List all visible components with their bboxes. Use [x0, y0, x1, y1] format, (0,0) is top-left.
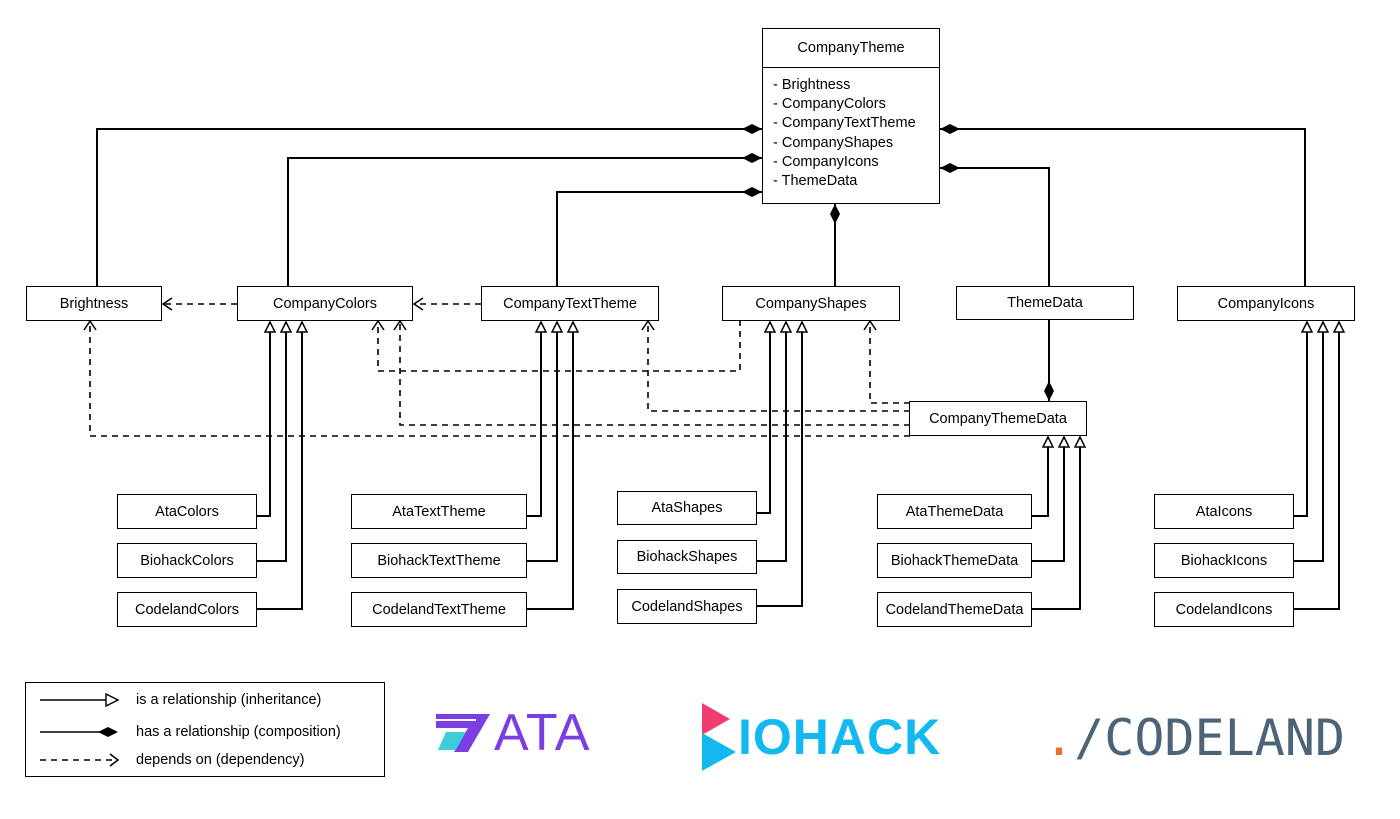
class-biohack-theme-data: BiohackThemeData — [877, 543, 1032, 578]
class-ata-theme-data: AtaThemeData — [877, 494, 1032, 529]
composition-icons — [940, 124, 1306, 286]
legend-label: is a relationship (inheritance) — [136, 692, 322, 708]
logo-codeland: . /CODELAND — [1044, 708, 1345, 768]
legend-composition: has a relationship (composition) — [26, 722, 341, 742]
ata-logo-text: ATA — [494, 704, 591, 762]
class-codeland-text-theme: CodelandTextTheme — [351, 592, 527, 627]
class-codeland-shapes: CodelandShapes — [617, 589, 757, 624]
dependency-line-icon — [40, 753, 120, 767]
class-biohack-icons: BiohackIcons — [1154, 543, 1294, 578]
composition-brightness — [96, 124, 762, 286]
class-theme-data: ThemeData — [956, 286, 1134, 320]
inherit-codelandtexttheme — [527, 322, 573, 610]
class-company-text-theme: CompanyTextTheme — [481, 286, 659, 321]
inherit-biohackshapes — [757, 322, 786, 562]
dep-shapes-colors — [371, 319, 741, 372]
inherit-biohackthemedata — [1032, 437, 1064, 562]
legend-label: has a relationship (composition) — [136, 724, 341, 740]
codeland-logo-text: /CODELAND — [1074, 709, 1346, 767]
biohack-logo-text: IOHACK — [738, 709, 942, 765]
class-company-colors: CompanyColors — [237, 286, 413, 321]
inherit-biohackicons — [1294, 322, 1323, 562]
inherit-codelandicons — [1294, 322, 1339, 610]
class-brightness: Brightness — [26, 286, 162, 321]
class-codeland-icons: CodelandIcons — [1154, 592, 1294, 627]
inheritance-line-icon — [40, 692, 120, 708]
inherit-ataicons — [1294, 322, 1307, 517]
attribute: CompanyTextTheme — [773, 114, 939, 133]
inherit-codelandthemedata — [1032, 437, 1080, 610]
logo-ata: ATA — [432, 700, 590, 766]
class-attributes: Brightness CompanyColors CompanyTextThem… — [763, 68, 939, 191]
attribute: Brightness — [773, 76, 939, 95]
class-company-shapes: CompanyShapes — [722, 286, 900, 321]
class-company-theme-data: CompanyThemeData — [909, 401, 1087, 436]
composition-texttheme — [556, 187, 762, 286]
class-biohack-text-theme: BiohackTextTheme — [351, 543, 527, 578]
codeland-logo-dot: . — [1044, 709, 1075, 767]
class-biohack-colors: BiohackColors — [117, 543, 257, 578]
legend-dependency: depends on (dependency) — [26, 750, 305, 770]
dep-ctd-shapes — [863, 319, 910, 404]
attribute: ThemeData — [773, 172, 939, 191]
composition-colors — [287, 153, 762, 286]
legend-inheritance: is a relationship (inheritance) — [26, 690, 321, 710]
class-company-theme: CompanyTheme Brightness CompanyColors Co… — [762, 28, 940, 204]
composition-themedata — [940, 163, 1050, 286]
inherit-codelandcolors — [257, 322, 302, 610]
legend: is a relationship (inheritance) has a re… — [25, 682, 385, 777]
biohack-mark-icon — [702, 703, 736, 771]
class-biohack-shapes: BiohackShapes — [617, 540, 757, 574]
class-ata-colors: AtaColors — [117, 494, 257, 529]
inherit-codelandshapes — [757, 322, 802, 607]
ata-mark-icon — [434, 714, 490, 752]
inherit-atashapes — [757, 322, 770, 514]
composition-line-icon — [40, 727, 118, 737]
inherit-atacolors — [257, 322, 270, 517]
dep-ctd-brightness — [83, 319, 910, 437]
attribute: CompanyColors — [773, 95, 939, 114]
inherit-biohackcolors — [257, 322, 286, 562]
class-codeland-theme-data: CodelandThemeData — [877, 592, 1032, 627]
class-ata-text-theme: AtaTextTheme — [351, 494, 527, 529]
class-company-icons: CompanyIcons — [1177, 286, 1355, 321]
logo-biohack: IOHACK — [702, 703, 941, 771]
legend-label: depends on (dependency) — [136, 752, 305, 768]
inherit-atatexttheme — [527, 322, 541, 517]
inherit-atathemedata — [1032, 437, 1048, 517]
dep-ctd-colors — [393, 319, 910, 426]
inherit-biohacktexttheme — [527, 322, 557, 562]
class-ata-shapes: AtaShapes — [617, 491, 757, 525]
class-codeland-colors: CodelandColors — [117, 592, 257, 627]
class-ata-icons: AtaIcons — [1154, 494, 1294, 529]
dep-ctd-texttheme — [641, 319, 910, 412]
attribute: CompanyShapes — [773, 134, 939, 153]
attribute: CompanyIcons — [773, 153, 939, 172]
class-title: CompanyTheme — [763, 29, 939, 68]
